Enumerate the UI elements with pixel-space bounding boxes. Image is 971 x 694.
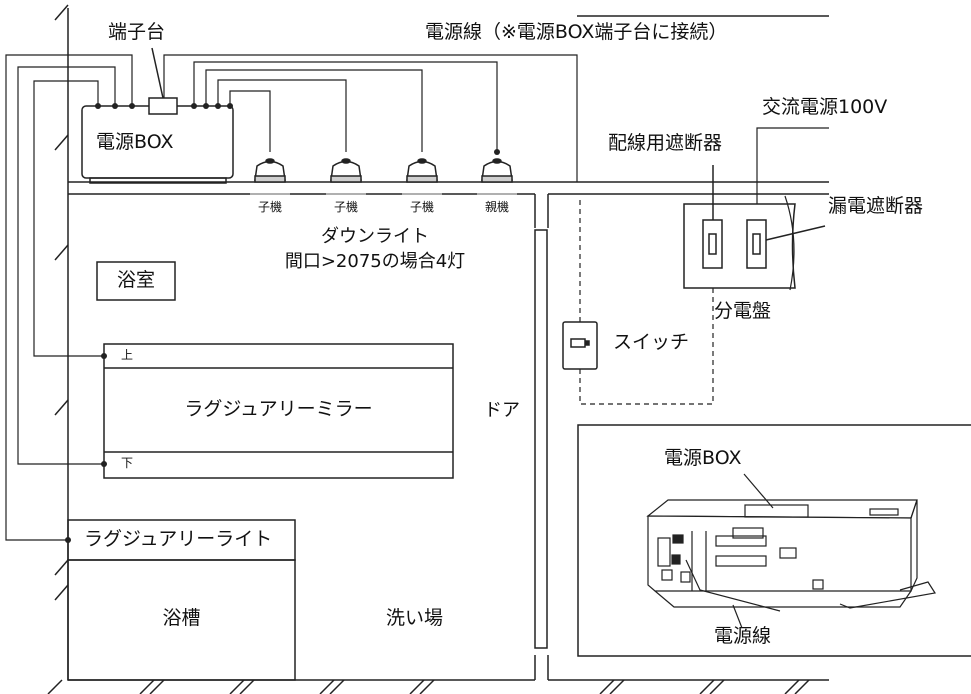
downlight-label: ダウンライト	[321, 226, 429, 247]
downlight-note-label: 間口>2075の場合4灯	[284, 251, 466, 272]
terminal-block-label: 端子台	[108, 21, 166, 43]
door-label: ドア	[484, 400, 520, 421]
wash-area-label: 洗い場	[386, 607, 444, 629]
power-box-ceiling	[81, 47, 234, 184]
inset-power-line-label: 電源線	[714, 625, 772, 647]
power-line-note-label: 電源線（※電源BOX端子台に接続）	[425, 21, 728, 43]
downlight-child-3	[406, 158, 438, 183]
luxury-mirror	[103, 343, 454, 479]
inset-frame	[577, 424, 971, 657]
light-label: ラグジュアリーライト	[84, 528, 273, 550]
downlight-child-3-label: 子機	[409, 200, 434, 214]
switch	[562, 321, 598, 370]
downlight-child-2-label: 子機	[333, 200, 358, 214]
wire-junction-dots	[65, 103, 500, 543]
wiring-breaker-label: 配線用遮断器	[608, 132, 723, 154]
door-frame	[534, 229, 548, 649]
left-wall	[54, 4, 69, 680]
ac-power-label: 交流電源100V	[762, 96, 888, 118]
inset-power-box-label: 電源BOX	[664, 447, 742, 469]
downlight-child-1	[254, 158, 286, 183]
distribution-board	[683, 165, 826, 291]
bathroom-label-box	[96, 261, 176, 301]
downlight-child-1-label: 子機	[257, 200, 282, 214]
distribution-board-label: 分電盤	[714, 300, 772, 322]
power-box-label: 電源BOX	[96, 131, 174, 153]
bathtub	[67, 559, 296, 681]
downlight-parent-label: 親機	[484, 200, 509, 214]
mirror-top-label: 上	[121, 348, 134, 362]
mirror-label: ラグジュアリーミラー	[184, 398, 373, 420]
bathtub-label: 浴槽	[162, 607, 201, 629]
bathroom-label: 浴室	[116, 269, 155, 291]
downlight-parent	[481, 158, 513, 183]
ceiling-wall	[68, 181, 829, 228]
floor	[47, 655, 829, 694]
wiring	[5, 54, 829, 541]
switch-label: スイッチ	[613, 331, 690, 353]
mirror-bottom-label: 下	[121, 456, 134, 470]
inset-power-box	[646, 473, 936, 629]
earth-leakage-breaker-label: 漏電遮断器	[828, 195, 924, 217]
downlight-child-2	[330, 158, 362, 183]
